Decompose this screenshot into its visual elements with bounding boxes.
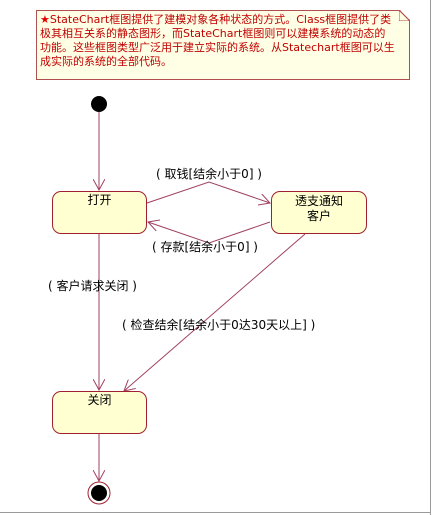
state-closed[interactable]: 关闭 [52,391,147,434]
edge-withdraw [146,181,270,203]
note-body: StateChart框图提供了建模对象各种状态的方式。Class框图提供了类极其… [40,13,395,68]
state-open-label: 打开 [87,193,112,207]
note-box[interactable] [36,10,410,80]
state-overdraft-notify[interactable]: 透支通知 客户 [271,191,367,234]
edge-check-balance [124,233,306,391]
state-overdraft-label-line2: 客户 [306,209,331,223]
canvas-frame-right [430,0,431,515]
note-fold-corner [399,10,410,21]
state-overdraft-label-line1: 透支通知 [294,194,343,208]
canvas-frame-bottom [0,512,431,513]
edge-deposit [148,222,271,244]
transition-label-withdraw: ( 取钱[结余小于0] ) [156,167,262,181]
state-open[interactable]: 打开 [52,191,147,234]
transition-label-close-request: ( 客户请求关闭 ) [48,279,137,293]
initial-node[interactable] [91,96,107,112]
note-text: ★StateChart框图提供了建模对象各种状态的方式。Class框图提供了类极… [40,13,396,69]
state-closed-label: 关闭 [87,393,112,407]
final-node[interactable] [87,481,111,505]
transition-label-check-balance: ( 检查结余[结余小于0达30天以上] ) [122,318,316,332]
transition-label-deposit: ( 存款[结余小于0] ) [152,240,258,254]
star-icon: ★ [40,13,50,26]
